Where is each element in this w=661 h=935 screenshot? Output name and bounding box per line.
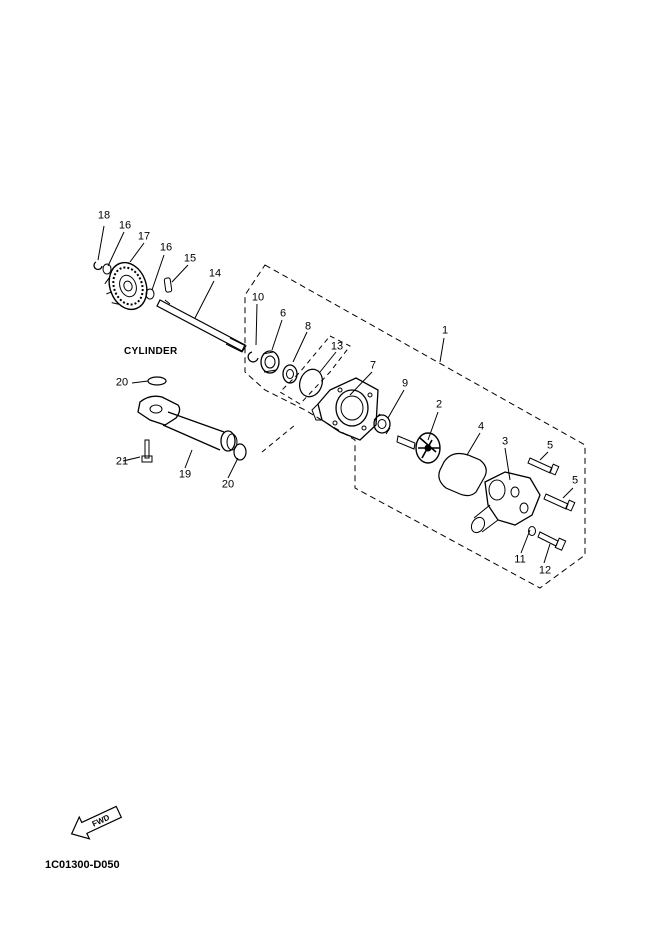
callout-5: 5 [571, 474, 579, 487]
circlip-10 [247, 351, 259, 363]
callout-18: 18 [97, 209, 111, 222]
bearing-6 [260, 350, 280, 374]
callout-1: 1 [441, 324, 449, 337]
callout-7: 7 [369, 359, 377, 372]
pump-housing-7 [311, 377, 379, 441]
callout-4: 4 [477, 420, 485, 433]
callout-21: 21 [115, 455, 129, 468]
oring-20a [147, 376, 167, 386]
callout-11: 11 [514, 553, 526, 566]
circlip-18 [93, 261, 103, 271]
oring-20b [233, 443, 247, 461]
callout-17: 17 [137, 230, 151, 243]
callout-20: 20 [221, 478, 235, 491]
bolt-5b [543, 493, 576, 512]
bolt-12 [537, 531, 567, 551]
callout-15: 15 [183, 252, 197, 265]
oring-13 [299, 368, 323, 398]
callout-6: 6 [279, 307, 287, 320]
cylinder-label: CYLINDER [124, 346, 178, 357]
seal-9 [373, 413, 391, 435]
callout-10: 10 [251, 291, 265, 304]
callout-16: 16 [118, 219, 132, 232]
bolt-5a [527, 457, 560, 476]
pump-cover-3 [470, 471, 541, 534]
callout-16: 16 [159, 241, 173, 254]
callout-9: 9 [401, 377, 409, 390]
pipe-19 [137, 395, 238, 452]
impeller-2 [396, 432, 441, 464]
callout-19: 19 [178, 468, 192, 481]
assembly-inner-boundary [279, 335, 351, 405]
callout-20: 20 [115, 376, 129, 389]
washer-11 [528, 526, 536, 536]
callout-8: 8 [304, 320, 312, 333]
callout-3: 3 [501, 435, 509, 448]
gear-17 [104, 261, 148, 311]
shaft-14 [156, 299, 247, 353]
bolt-21 [141, 439, 153, 463]
assembly-1-boundary [244, 264, 586, 589]
fwd-arrow-icon: FWD [70, 805, 123, 840]
seal-8 [282, 364, 298, 384]
document-code: 1C01300-D050 [45, 859, 120, 871]
callout-13: 13 [330, 340, 344, 353]
dashed-link-20 [261, 424, 296, 453]
washer-16a [102, 263, 112, 275]
pin-15 [163, 277, 173, 293]
leader-lines [97, 225, 574, 564]
callout-5: 5 [546, 439, 554, 452]
callout-12: 12 [538, 564, 552, 577]
callout-2: 2 [435, 398, 443, 411]
callout-14: 14 [208, 267, 222, 280]
gasket-4 [438, 452, 487, 497]
